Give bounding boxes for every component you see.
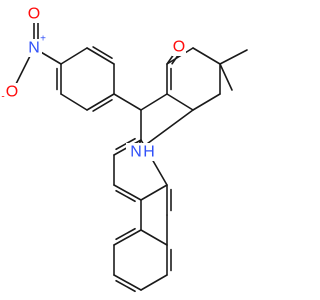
bond-line <box>166 93 194 111</box>
bond-line <box>192 93 221 111</box>
bond-line <box>219 63 233 91</box>
bond-line <box>140 184 168 201</box>
molecule-structure: O - N + O O N H <box>1 5 248 293</box>
bond-line <box>140 229 168 246</box>
atom-nitro-nitrogen: N + <box>26 34 46 57</box>
bond-line <box>60 47 88 65</box>
atom-charge: + <box>40 34 46 45</box>
double-bond-line <box>115 279 136 293</box>
atom-ketone-oxygen: O <box>172 38 186 56</box>
double-bond-line <box>92 99 113 112</box>
atom-label: H <box>143 144 155 161</box>
atom-label: O <box>6 84 18 101</box>
bond-line <box>140 93 168 111</box>
atom-label: O <box>173 39 185 56</box>
atom-nitro-oxygen-1: O <box>27 5 41 23</box>
atom-amine-nitrogen: N H <box>126 143 155 161</box>
double-bond-line <box>115 137 136 151</box>
bond-line <box>219 49 248 65</box>
bond-line <box>113 229 142 246</box>
double-bond-line <box>115 189 136 203</box>
atom-label: O <box>28 6 40 23</box>
atom-label: N <box>130 144 142 161</box>
bond-line <box>86 93 115 111</box>
bond-line <box>60 93 88 111</box>
bond-line <box>86 47 115 65</box>
double-bond-line <box>115 227 136 241</box>
bond-line <box>192 47 221 65</box>
atom-charge: - <box>1 92 4 103</box>
atom-nitro-oxygen-2: O - <box>1 83 19 103</box>
double-bond-line <box>92 46 113 59</box>
bond-line <box>113 274 142 291</box>
bond-line <box>113 93 142 111</box>
bond-line <box>140 274 168 291</box>
bonds-layer <box>11 13 248 293</box>
bond-line <box>113 184 142 201</box>
atom-labels-layer: O - N + O O N H <box>1 5 186 161</box>
atom-label: N <box>28 40 40 57</box>
